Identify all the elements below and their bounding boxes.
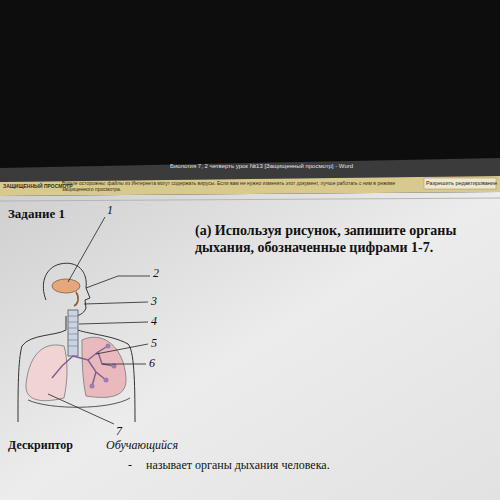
right-lung	[82, 337, 126, 397]
task-text: (а) Используя рисунок, запишите органы д…	[195, 222, 493, 256]
callout-number: 5	[151, 336, 157, 350]
document-page	[0, 192, 500, 500]
callout-number: 4	[151, 314, 157, 328]
callout-number: 7	[116, 424, 122, 438]
nasal-cavity	[52, 279, 80, 306]
button-label: Разрешить редактирование	[426, 180, 497, 187]
learner-heading: Обучающийся	[106, 438, 178, 452]
trachea	[68, 310, 78, 356]
callout-number: 3	[151, 294, 157, 308]
window-title: Биология 7, 2 четверть урок №13 [Защищен…	[170, 163, 353, 170]
callout-number: 2	[153, 266, 159, 280]
descriptor-heading: Дескриптор	[8, 438, 73, 452]
ruler-line	[0, 198, 500, 201]
leader-lines	[48, 217, 150, 424]
callout-number: 6	[149, 356, 155, 370]
descriptor-text: называет органы дыхания человека.	[146, 458, 330, 472]
callout-number: 1	[107, 203, 113, 217]
enable-edit-button	[424, 178, 496, 189]
list-dash: -	[128, 458, 132, 472]
left-lung	[26, 345, 67, 401]
task-heading: Задание 1	[8, 206, 65, 221]
alveoli	[90, 344, 117, 389]
respiratory-figure	[18, 263, 135, 422]
protected-view-warning: Будьте осторожны: файлы из Интернета мог…	[62, 180, 417, 192]
dark-background	[0, 0, 500, 160]
